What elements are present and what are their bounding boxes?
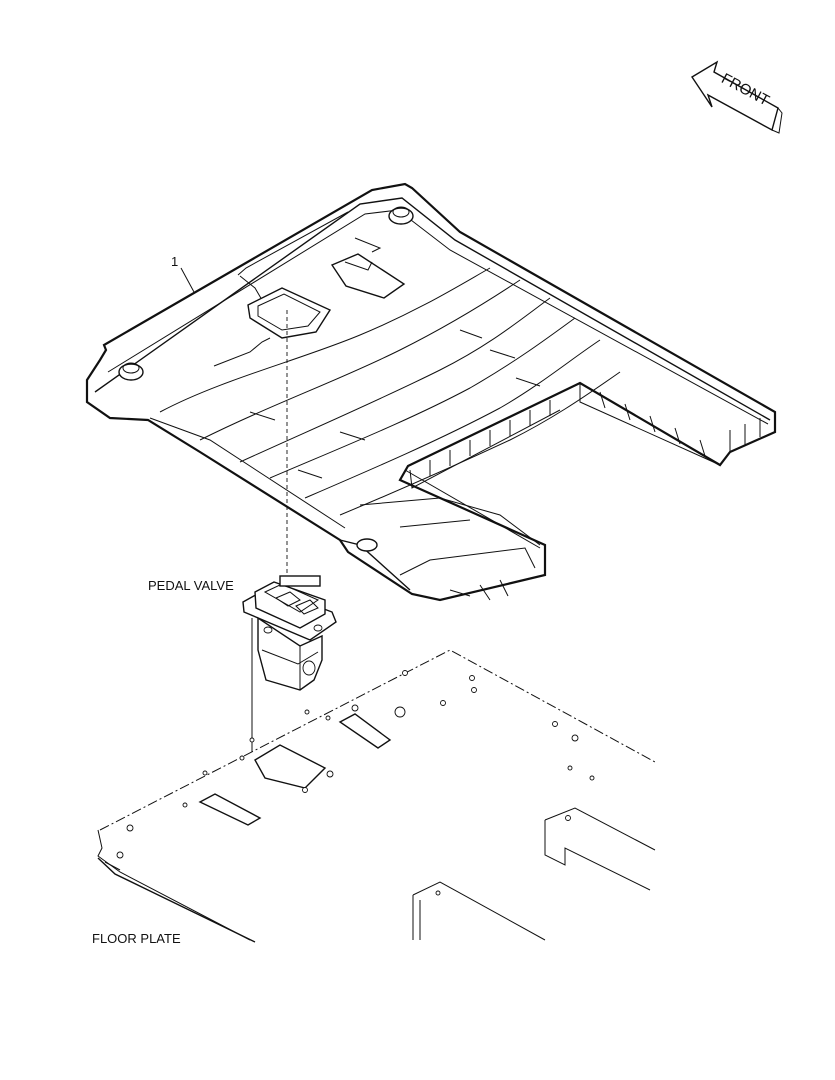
floor-plate bbox=[97, 649, 656, 943]
front-arrow-icon: FRONT bbox=[691, 60, 783, 134]
floor-plate-label: FLOOR PLATE bbox=[92, 931, 181, 946]
floor-mat bbox=[85, 182, 777, 602]
callout-number: 1 bbox=[171, 254, 179, 269]
callout-leader bbox=[180, 267, 195, 293]
pedal-valve bbox=[242, 575, 337, 691]
front-arrow-label: FRONT bbox=[718, 70, 772, 109]
pedal-valve-label: PEDAL VALVE bbox=[148, 578, 234, 593]
